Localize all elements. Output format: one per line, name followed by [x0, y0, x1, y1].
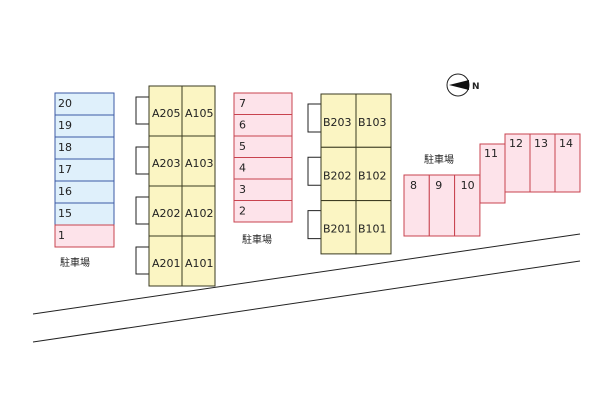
- parking-space-10: [454, 174, 481, 237]
- balcony-bracket: [307, 210, 321, 240]
- unit-B103-label: B103: [358, 116, 387, 129]
- parking-space-3-label: 3: [239, 183, 246, 196]
- parking-label-right: 駐車場: [424, 153, 454, 166]
- parking-block-left: 20 19 18 17 16 15 1: [54, 92, 115, 248]
- parking-space-11-label: 11: [484, 147, 498, 160]
- north-label: N: [472, 82, 480, 92]
- unit-B202-label: B202: [323, 169, 352, 182]
- parking-space-9: [428, 174, 456, 237]
- parking-space-18-label: 18: [58, 141, 72, 154]
- parking-space-9-label: 9: [435, 179, 442, 192]
- parking-space-11: [479, 143, 506, 204]
- parking-label-left: 駐車場: [60, 256, 90, 269]
- unit-A101-label: A101: [185, 257, 214, 270]
- parking-label-middle: 駐車場: [242, 233, 272, 246]
- unit-B101: [355, 200, 392, 255]
- unit-A105-label: A105: [185, 107, 214, 120]
- road-line-upper: [32, 233, 581, 315]
- unit-A202-label: A202: [152, 207, 181, 220]
- unit-A205-label: A205: [152, 107, 181, 120]
- parking-space-7-label: 7: [239, 97, 246, 110]
- unit-A105: [181, 85, 216, 137]
- parking-space-13-label: 13: [534, 137, 548, 150]
- unit-B101-label: B101: [358, 223, 387, 236]
- parking-space-5-label: 5: [239, 140, 246, 153]
- unit-A101: [181, 235, 216, 287]
- balcony-bracket: [307, 103, 321, 133]
- parking-space-12-label: 12: [509, 137, 523, 150]
- unit-B202: [320, 146, 357, 202]
- unit-A103-label: A103: [185, 157, 214, 170]
- parking-space-19-label: 19: [58, 119, 72, 132]
- balcony-bracket: [135, 96, 149, 125]
- parking-space-12: [504, 133, 531, 193]
- parking-space-1-label: 1: [58, 229, 65, 242]
- unit-A103: [181, 135, 216, 187]
- unit-B201-label: B201: [323, 223, 352, 236]
- unit-A205: [148, 85, 183, 137]
- parking-block-middle: 7 6 5 4 3 2: [233, 92, 293, 223]
- unit-B102: [355, 146, 392, 202]
- balcony-bracket: [135, 196, 149, 225]
- parking-space-20-label: 20: [58, 97, 72, 110]
- unit-A203-label: A203: [152, 157, 181, 170]
- unit-B203-label: B203: [323, 116, 352, 129]
- parking-block-right: 8 9 10 11 12 13 14: [403, 133, 581, 237]
- road-line-lower: [32, 260, 581, 343]
- balcony-bracket: [135, 146, 149, 175]
- parking-space-16-label: 16: [58, 185, 72, 198]
- parking-space-8-label: 8: [410, 179, 417, 192]
- parking-space-14-label: 14: [559, 137, 573, 150]
- balcony-bracket: [135, 246, 149, 275]
- unit-B201: [320, 200, 357, 255]
- unit-A201: [148, 235, 183, 287]
- parking-space-8: [403, 174, 430, 237]
- parking-space-14: [554, 133, 581, 193]
- unit-B103: [355, 93, 392, 148]
- parking-space-6-label: 6: [239, 119, 246, 132]
- parking-space-17-label: 17: [58, 163, 72, 176]
- unit-B102-label: B102: [358, 169, 387, 182]
- north-arrow-icon: N: [446, 73, 480, 97]
- parking-space-2: [233, 200, 293, 223]
- parking-space-10-label: 10: [461, 179, 475, 192]
- parking-space-2-label: 2: [239, 205, 246, 218]
- parking-space-1: [54, 224, 115, 248]
- balcony-bracket: [307, 156, 321, 186]
- unit-A102-label: A102: [185, 207, 214, 220]
- parking-space-4-label: 4: [239, 162, 246, 175]
- unit-A102: [181, 185, 216, 237]
- parking-space-15-label: 15: [58, 207, 72, 220]
- unit-A201-label: A201: [152, 257, 181, 270]
